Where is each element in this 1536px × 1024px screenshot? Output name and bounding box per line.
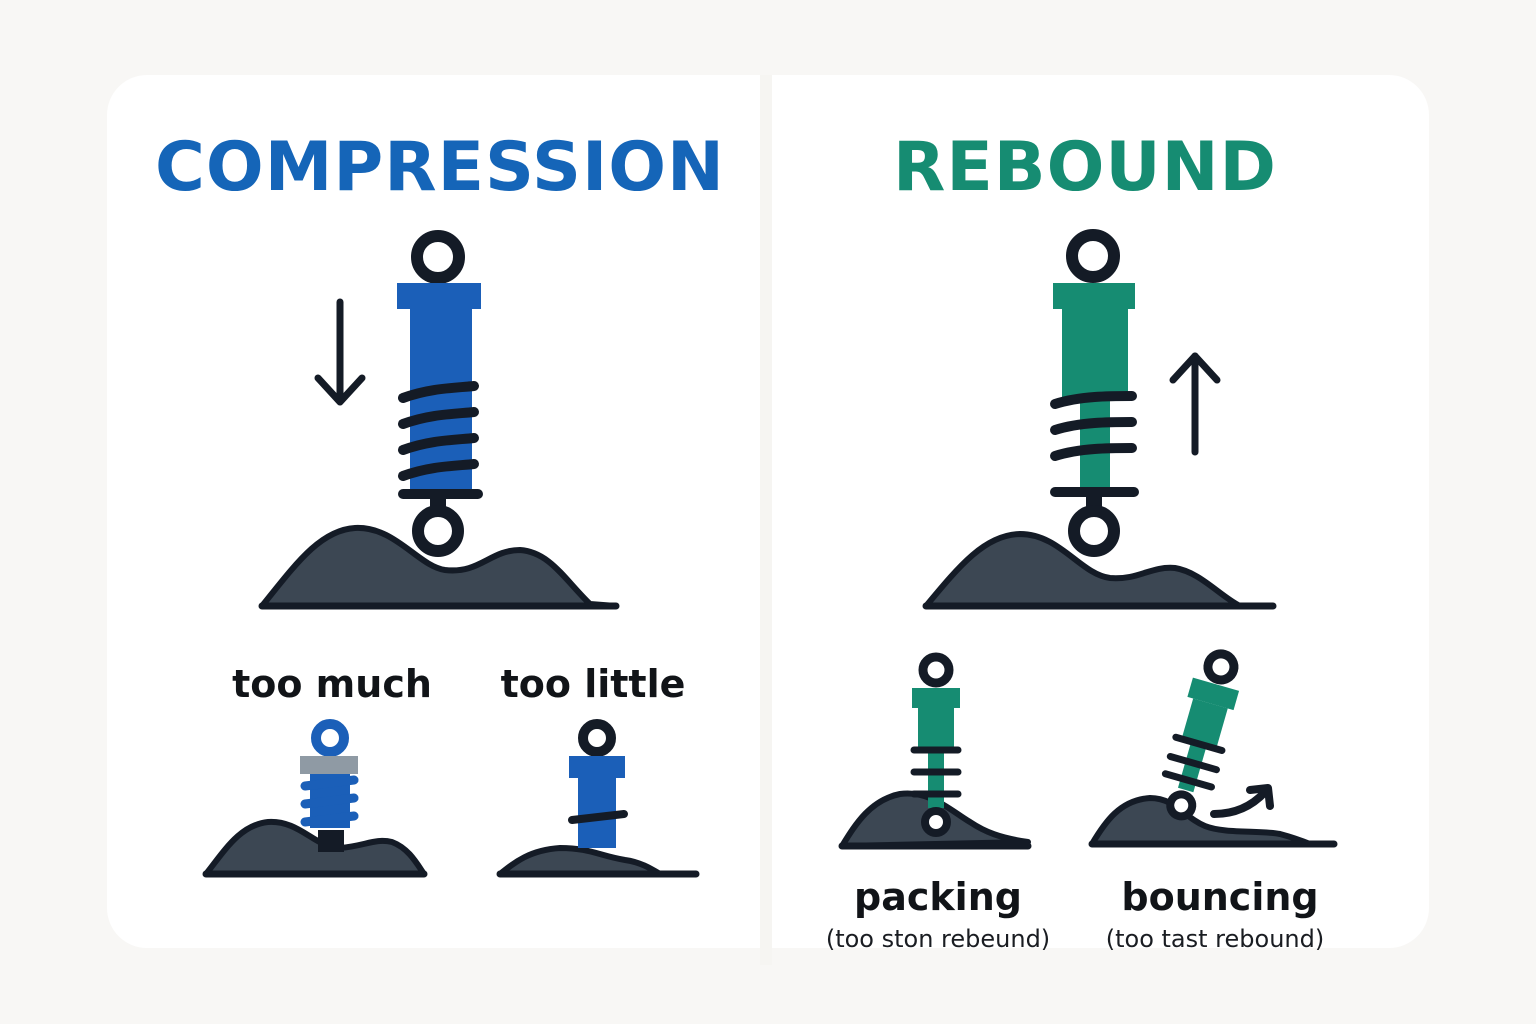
bouncing-note: (too tast rebound) [1105,925,1325,953]
bump-icon [202,818,428,878]
shock-absorber-icon [568,719,628,848]
panel-divider [760,75,772,965]
bump-icon [1088,795,1338,848]
packing-note: (too ston rebeund) [825,925,1051,953]
bump-icon [922,531,1277,610]
bump-icon [496,845,700,878]
up-arrow-icon [1169,352,1221,456]
shock-absorber-icon [1050,229,1139,557]
shock-absorber-icon [300,719,359,852]
too-little-label: too little [500,662,686,706]
rebound-title: REBOUND [892,128,1278,207]
packing-label: packing [854,875,1022,919]
curved-arrow-icon [1210,784,1274,818]
bouncing-label: bouncing [1121,875,1319,919]
compression-title: COMPRESSION [155,128,725,207]
bump-icon [258,524,620,610]
too-much-label: too much [232,662,432,706]
shock-absorber-icon [397,230,483,557]
down-arrow-icon [314,298,366,406]
shock-absorber-icon [910,652,962,837]
shock-absorber-icon [1161,649,1240,821]
